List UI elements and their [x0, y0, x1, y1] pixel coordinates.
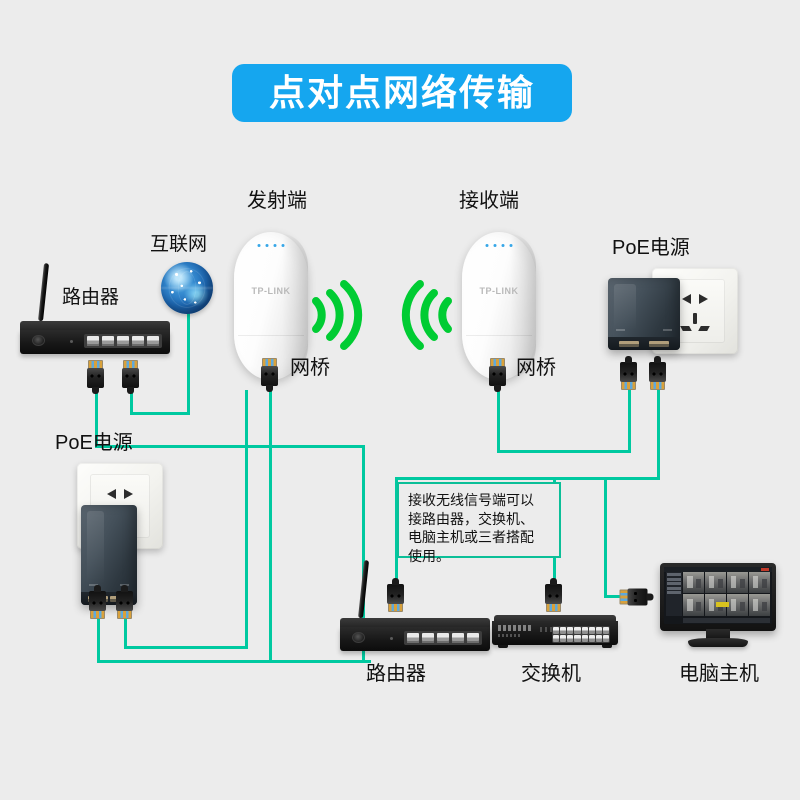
rj45-connector [620, 356, 637, 390]
bridge-right-label: 网桥 [516, 357, 556, 379]
cable-poe-right-port2 [657, 390, 660, 480]
monitor-screen [664, 567, 772, 624]
power-port [32, 335, 45, 346]
cpe-brand-label: TP-LINK [251, 286, 291, 296]
annotation-text: 接收无线信号端可以 接路由器，交换机、 电脑主机或三者搭配 使用。 [408, 492, 534, 564]
wifi-signal-icon-left [400, 272, 454, 358]
router-top-label: 路由器 [62, 287, 120, 308]
router-bottom [340, 560, 490, 658]
cable-receiver-to-poe-right [497, 390, 500, 453]
router-ports [404, 631, 482, 645]
rj45-connector [87, 360, 104, 394]
cable-segment [95, 445, 365, 448]
cable-segment [130, 412, 190, 415]
socket-2pin [682, 294, 708, 304]
cable-transmitter-to-poe-left [269, 390, 272, 662]
router-top [20, 263, 170, 361]
cable-bus-to-router-bottom [395, 477, 398, 582]
cpe-brand-label: TP-LINK [479, 286, 519, 296]
cable-poe-left-port1 [97, 615, 100, 663]
annotation-note: 接收无线信号端可以 接路由器，交换机、 电脑主机或三者搭配 使用。 [397, 482, 561, 564]
transmitter-label: 发射端 [247, 190, 307, 212]
internet-label: 互联网 [150, 234, 208, 255]
power-port [352, 632, 365, 643]
network-switch [492, 615, 618, 651]
internet-globe-icon [161, 262, 213, 314]
rj45-connector [261, 358, 278, 392]
cable-distribution-bus [395, 477, 660, 480]
wifi-signal-icon-right [310, 272, 364, 358]
cable-segment [362, 445, 365, 660]
poe-right-label: PoE电源 [612, 237, 690, 259]
router-bottom-label: 路由器 [366, 663, 426, 685]
socket-2pin [107, 489, 133, 499]
status-leds [485, 244, 513, 247]
switch-label: 交换机 [521, 663, 581, 685]
antenna-icon [358, 560, 370, 619]
bridge-left-label: 网桥 [290, 357, 330, 379]
cpe-receiver: TP-LINK [462, 232, 536, 380]
rj45-connector [619, 588, 654, 606]
cable-segment [497, 450, 631, 453]
pc-label: 电脑主机 [679, 663, 759, 685]
status-leds [257, 244, 285, 247]
page-title: 点对点网络传输 [268, 72, 535, 113]
antenna-icon [38, 263, 50, 322]
rj45-connector [116, 585, 133, 619]
receiver-label: 接收端 [459, 190, 519, 212]
computer-monitor [660, 563, 776, 647]
rj45-connector [489, 358, 506, 392]
cable-router-to-poe-left [95, 393, 98, 448]
cable-poe-left-port2 [124, 615, 127, 649]
rj45-connector [387, 578, 404, 612]
poe-left-label: PoE电源 [55, 432, 133, 454]
cable-segment [245, 390, 248, 648]
cable-segment [97, 660, 371, 663]
rj45-connector [649, 356, 666, 390]
switch-ports [552, 626, 610, 643]
rj45-connector [545, 578, 562, 612]
cpe-transmitter: TP-LINK [234, 232, 308, 380]
router-ports [84, 334, 162, 348]
cable-segment [124, 646, 248, 649]
rj45-connector [89, 585, 106, 619]
cable-poe-right-port1 [628, 390, 631, 453]
cable-internet-to-router [187, 300, 190, 415]
poe-injector-right [608, 278, 680, 350]
rj45-connector [122, 360, 139, 394]
cable-router-port2 [130, 393, 133, 415]
cable-bus-to-pc [604, 477, 607, 597]
title-banner: 点对点网络传输 [232, 64, 572, 122]
